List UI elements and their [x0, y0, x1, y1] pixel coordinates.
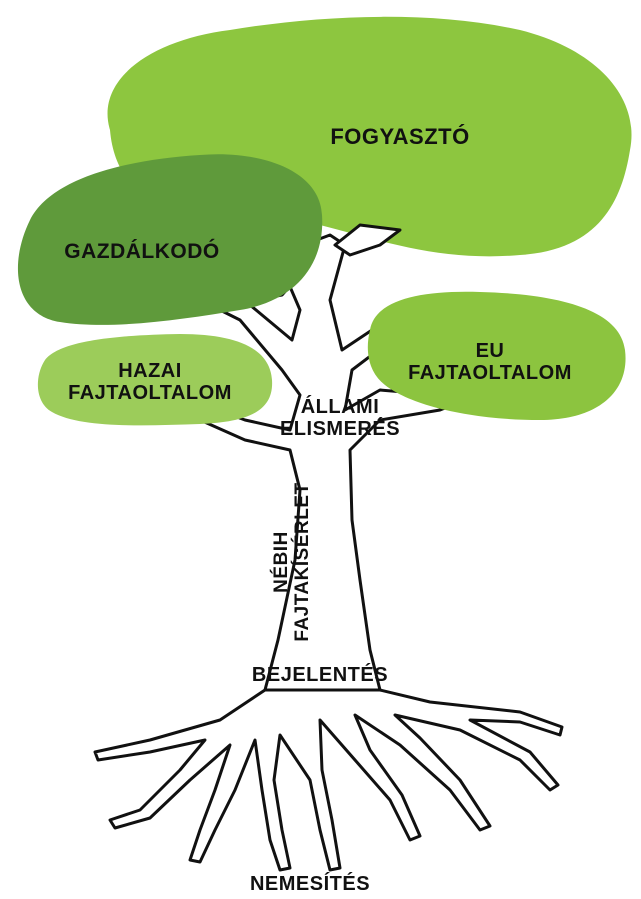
roots	[93, 688, 564, 872]
allami-line2: ELISMERÉS	[279, 418, 401, 440]
eu-blob	[367, 291, 626, 420]
gazdalkodo-blob	[17, 154, 323, 325]
eu-line2: FAJTAOLTALOM	[408, 362, 572, 384]
fogyaszto-label: FOGYASZTÓ	[330, 124, 470, 149]
nebih-line2: FAJTAKÍSÉRLET	[292, 482, 313, 642]
nemesites-label: NEMESÍTÉS	[249, 873, 371, 895]
eu-fajtaoltalom-label: EU FAJTAOLTALOM	[370, 340, 610, 384]
nebih-fajtakiserlet-label: NÉBIH FAJTAKÍSÉRLET	[262, 462, 322, 662]
bejelentes-label: BEJELENTÉS	[251, 664, 389, 686]
allami-line1: ÁLLAMI	[300, 396, 380, 418]
nebih-line1: NÉBIH	[271, 531, 292, 593]
gazdalkodo-label: GAZDÁLKODÓ	[64, 240, 220, 263]
hazai-line1: HAZAI	[118, 360, 182, 382]
hazai-line2: FAJTAOLTALOM	[68, 382, 232, 404]
eu-line1: EU	[475, 340, 505, 362]
nebih-rotated: NÉBIH FAJTAKÍSÉRLET	[271, 482, 313, 641]
hazai-blob	[37, 334, 273, 426]
hazai-fajtaoltalom-label: HAZAI FAJTAOLTALOM	[40, 360, 260, 404]
allami-elismeres-label: ÁLLAMI ELISMERÉS	[270, 396, 410, 440]
